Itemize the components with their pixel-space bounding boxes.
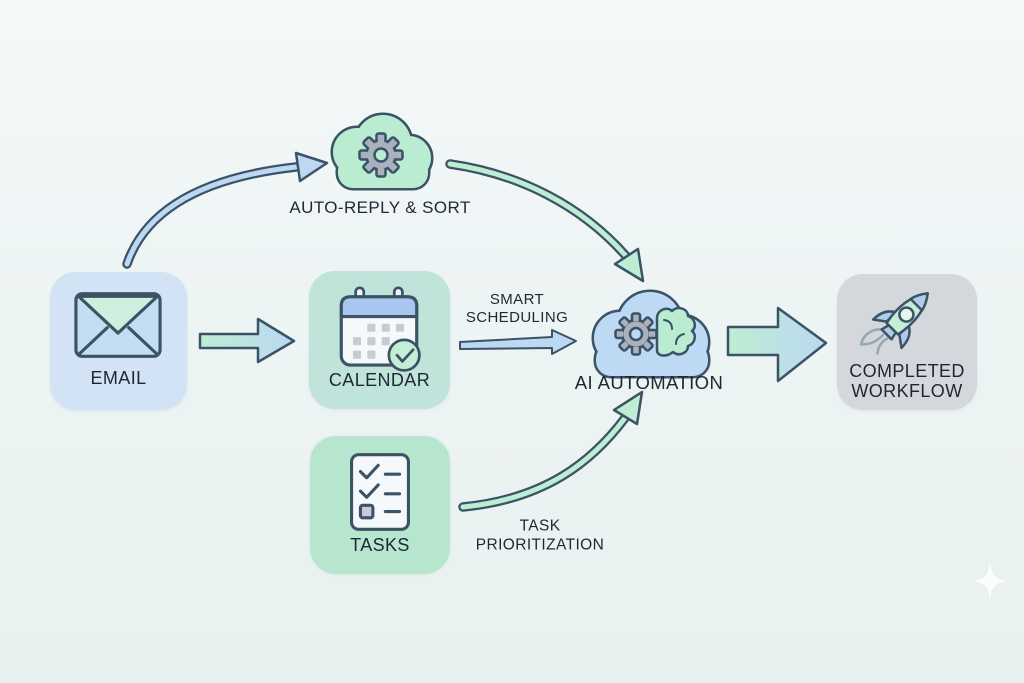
calendar-check-icon	[339, 286, 421, 372]
sparkle-icon	[973, 562, 1007, 599]
envelope-icon	[74, 292, 162, 358]
edge-label-smart-scheduling: SMART SCHEDULING	[465, 291, 569, 326]
brain-icon	[655, 306, 697, 357]
cloud-gear-brain-icon	[591, 289, 711, 379]
node-calendar: CALENDAR	[309, 271, 450, 409]
node-email-label: EMAIL	[90, 368, 147, 388]
node-tasks-label: TASKS	[350, 535, 410, 555]
arrow-email-to-autoreply	[122, 151, 329, 269]
rocket-icon	[859, 292, 929, 355]
node-auto-reply-sort-label: AUTO-REPLY & SORT	[289, 198, 471, 217]
node-calendar-label: CALENDAR	[328, 370, 431, 390]
gear-icon	[358, 132, 404, 178]
arrow-autoreply-to-ai	[445, 159, 645, 283]
node-completed-workflow-label: COMPLETED WORKFLOW	[849, 361, 965, 401]
arrow-ai-to-completed	[726, 306, 828, 383]
node-ai-automation-label: AI AUTOMATION	[574, 372, 724, 393]
edge-label-task-prioritization: TASK PRIORITIZATION	[475, 517, 605, 554]
gear-icon	[614, 312, 658, 356]
arrow-calendar-to-ai	[459, 329, 577, 355]
arrow-email-to-calendar	[198, 317, 296, 364]
checklist-icon	[350, 453, 410, 531]
arrow-tasks-to-ai	[458, 390, 644, 512]
node-completed-workflow: COMPLETED WORKFLOW	[837, 274, 977, 410]
node-tasks: TASKS	[310, 436, 450, 574]
node-email: EMAIL	[50, 272, 187, 410]
cloud-gear-icon	[330, 112, 434, 191]
